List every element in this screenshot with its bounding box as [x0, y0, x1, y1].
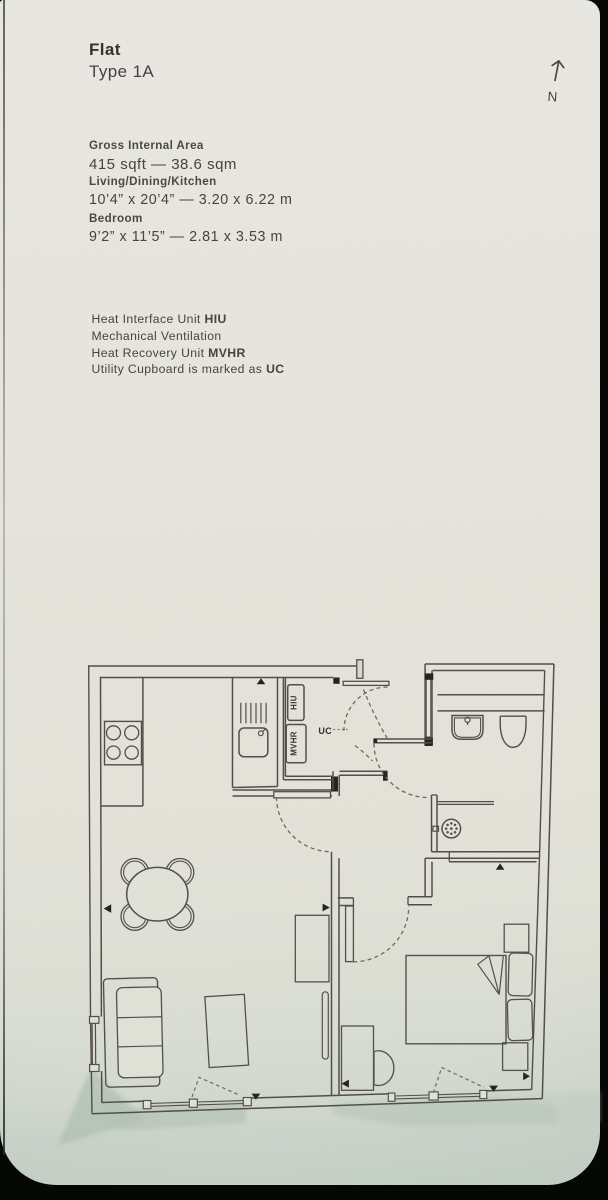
- svg-text:UC: UC: [318, 726, 332, 736]
- svg-text:MVHR: MVHR: [290, 731, 299, 756]
- svg-text:HIU: HIU: [289, 695, 298, 710]
- svg-text:N: N: [547, 89, 558, 105]
